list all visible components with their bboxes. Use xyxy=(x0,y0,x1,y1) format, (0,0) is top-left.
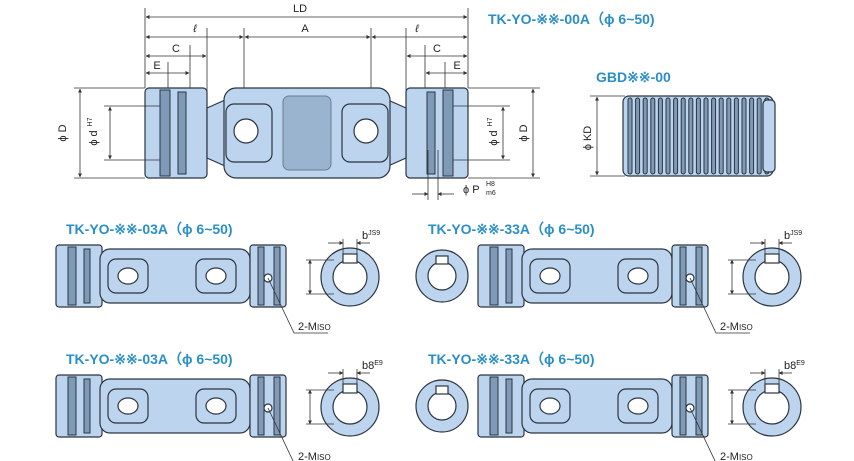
tap-callout: 2-MISO xyxy=(298,451,331,461)
dim-e-right: E xyxy=(453,60,460,72)
tap-callout: 2-MISO xyxy=(298,321,331,333)
tap-callout: 2-MISO xyxy=(720,321,753,333)
dim-phi-d-bore-right: ϕ d xyxy=(488,130,500,145)
title-variant-03a-bottom: TK-YO-※※-03A（ϕ 6~50) xyxy=(66,351,233,367)
dim-d-tolerance-left: H7 xyxy=(87,117,94,126)
dim-keyway-width: b8E9 xyxy=(362,360,383,372)
dim-phi-kd: ϕ KD xyxy=(582,126,594,151)
variant-03a-bottom-drawing: TK-YO-※※-03A（ϕ 6~50) 2-MISO b8E9 xyxy=(55,351,383,461)
dim-keyway-width: bJS9 xyxy=(784,230,802,242)
dim-phi-d-outer-right: ϕ D xyxy=(518,124,530,141)
dim-keyway-width: b8E9 xyxy=(784,360,805,372)
title-variant-33a-top: TK-YO-※※-33A（ϕ 6~50) xyxy=(428,221,595,237)
variant-33a-bottom-drawing: TK-YO-※※-33A（ϕ 6~50) 2-MISO b8E9 xyxy=(415,351,805,461)
title-bellows: GBD※※-00 xyxy=(596,69,671,85)
dim-c-right: C xyxy=(433,43,441,55)
main-coupling-drawing: LD ℓ A ℓ C C E E ϕ D ϕ d H7 xyxy=(57,3,540,200)
bellows-drawing: GBD※※-00 ϕ KD xyxy=(582,69,776,177)
variant-03a-top-drawing: TK-YO-※※-03A（ϕ 6~50) 2-MISO bJS9 xyxy=(55,221,380,334)
dim-ld: LD xyxy=(293,3,307,15)
dim-keyway-width: bJS9 xyxy=(362,230,380,242)
dim-p-tol-bottom: m6 xyxy=(486,190,496,197)
tap-callout: 2-MISO xyxy=(720,451,753,461)
dim-l-right: ℓ xyxy=(414,23,419,35)
dim-c-left: C xyxy=(172,43,180,55)
title-variant-33a-bottom: TK-YO-※※-33A（ϕ 6~50) xyxy=(428,351,595,367)
dim-phi-d-bore-left: ϕ d xyxy=(88,130,100,145)
dim-d-tolerance-right: H7 xyxy=(487,117,494,126)
dim-l-left: ℓ xyxy=(192,23,197,35)
dim-phi-d-outer-left: ϕ D xyxy=(57,124,69,141)
variant-33a-top-drawing: TK-YO-※※-33A（ϕ 6~50) 2-MISO bJS9 xyxy=(415,221,802,334)
title-variant-03a-top: TK-YO-※※-03A（ϕ 6~50) xyxy=(66,221,233,237)
dim-phi-p: ϕ P xyxy=(463,184,480,196)
dim-a: A xyxy=(301,23,309,35)
dim-e-left: E xyxy=(153,60,160,72)
dim-p-tol-top: H8 xyxy=(486,181,495,188)
title-main-model: TK-YO-※※-00A（ϕ 6~50) xyxy=(488,11,655,27)
